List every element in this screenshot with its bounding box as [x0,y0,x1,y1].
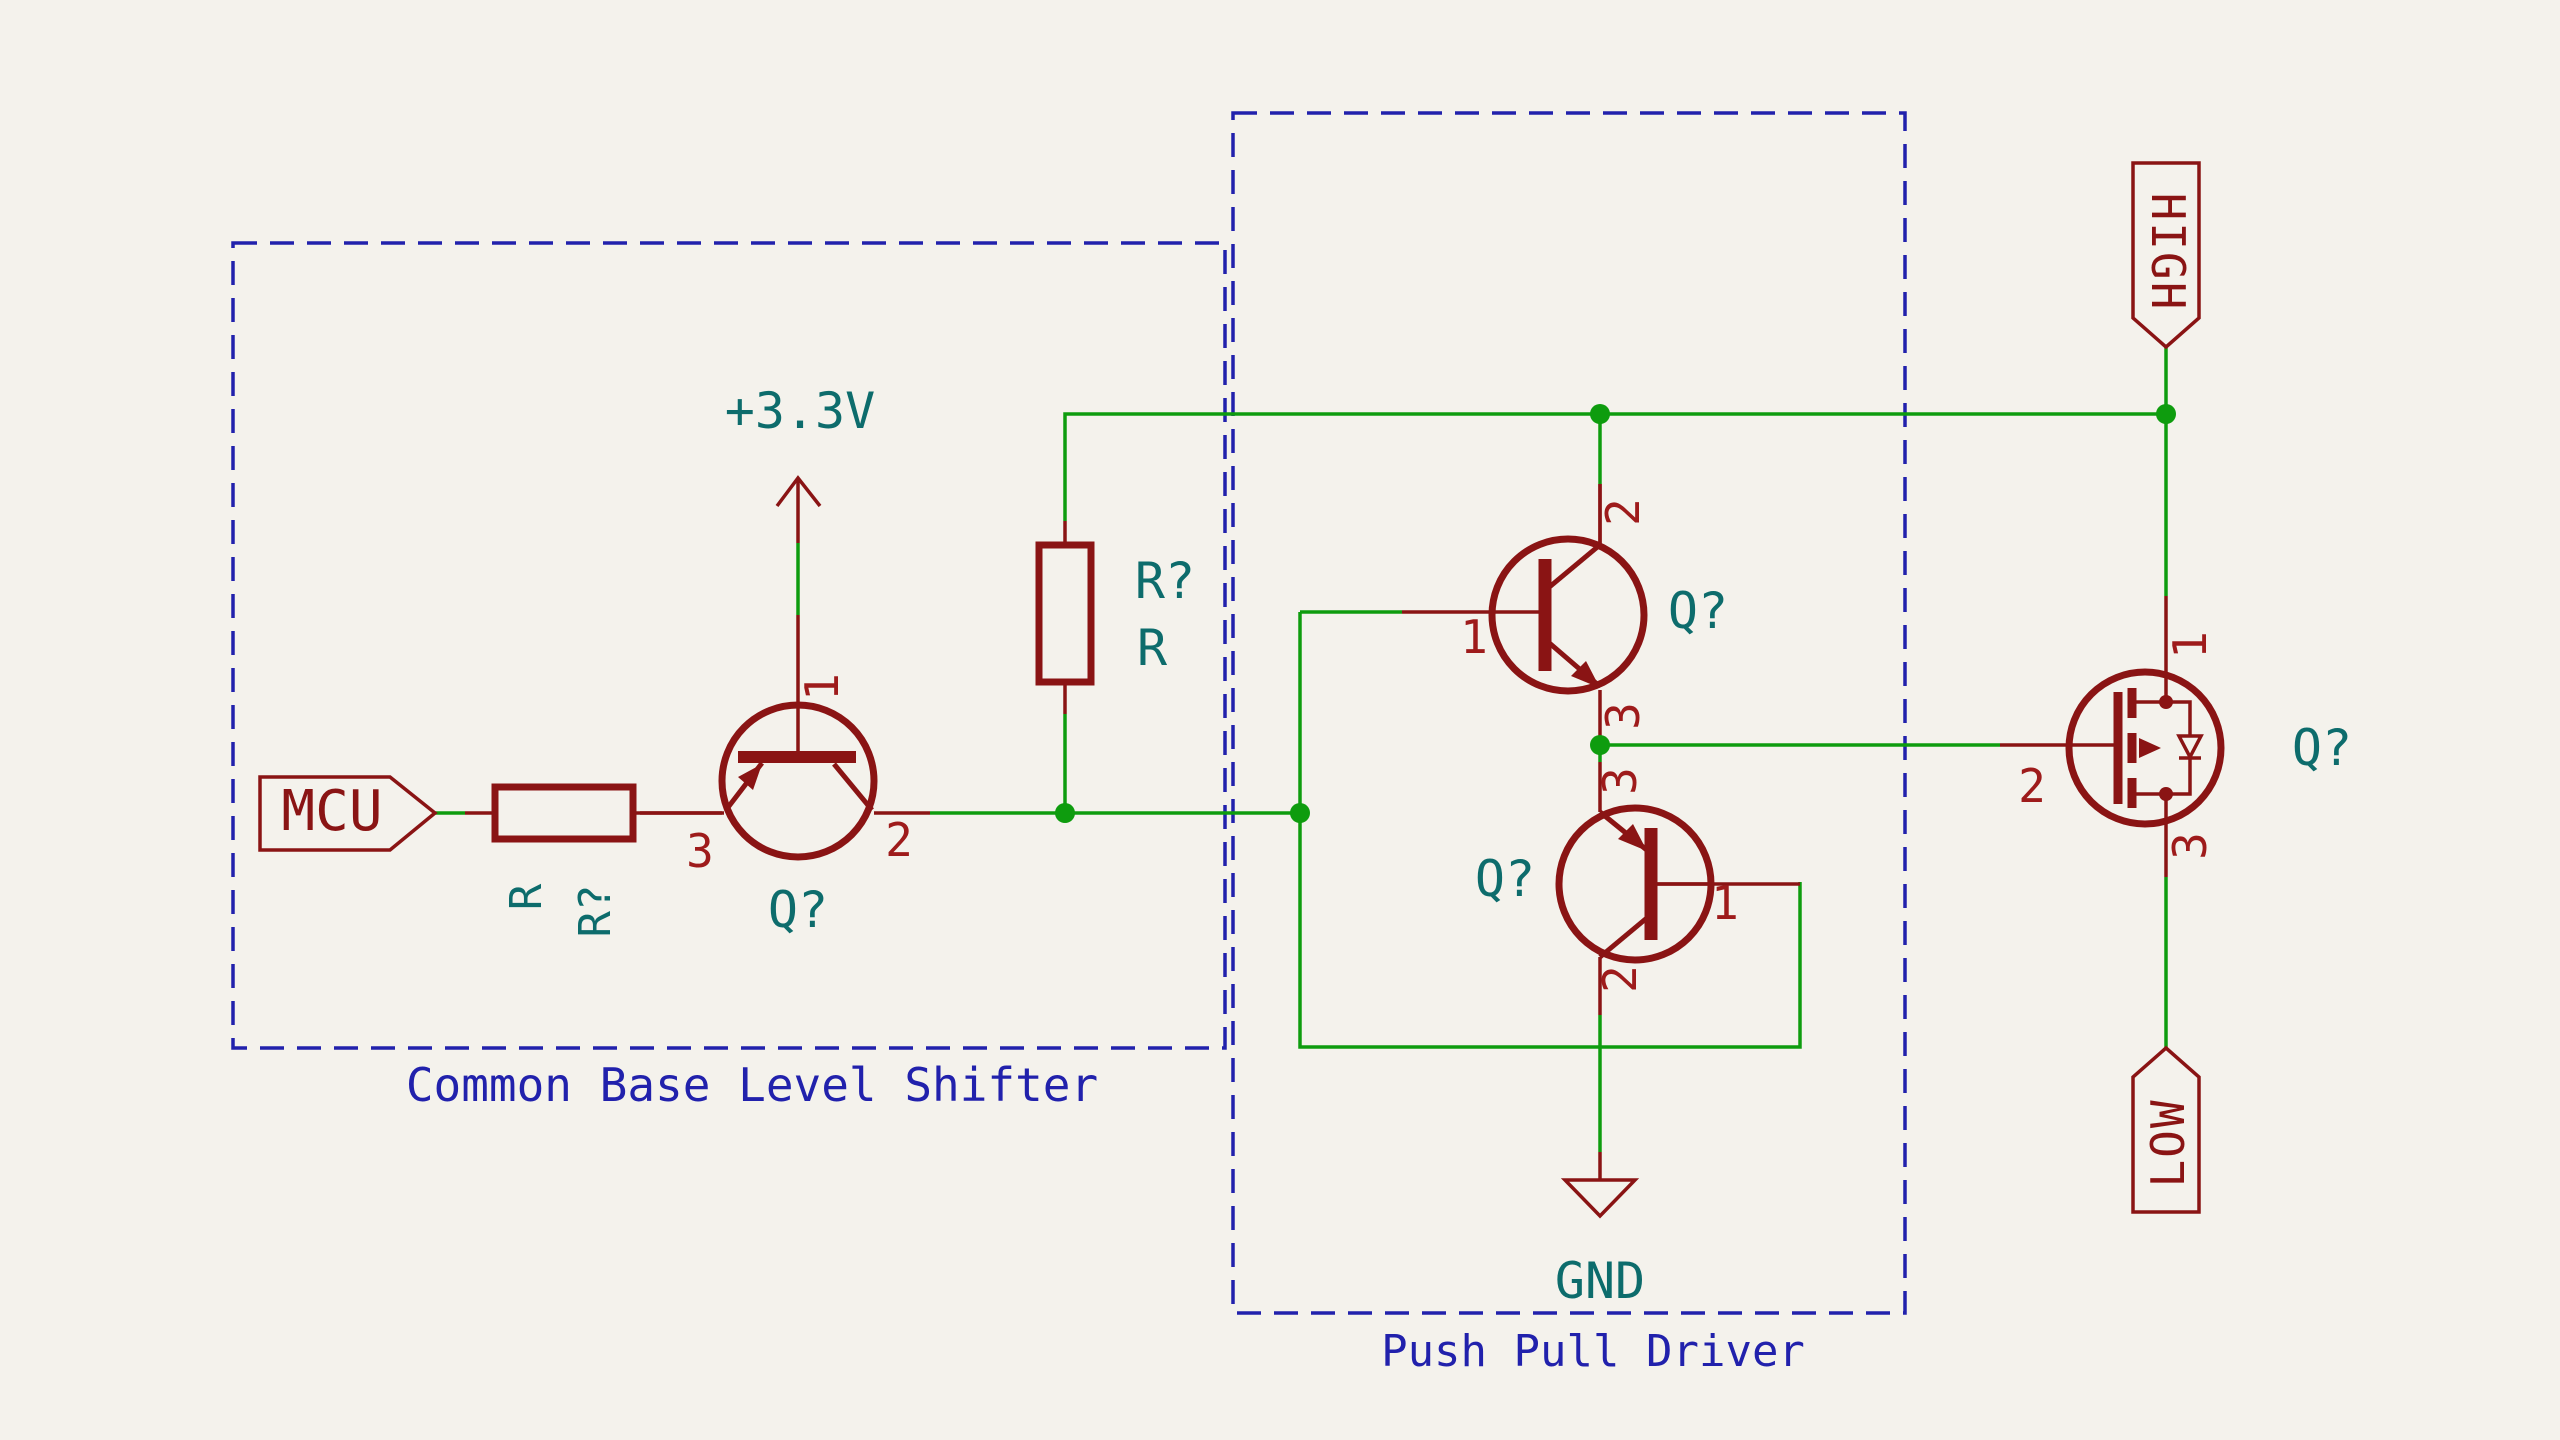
mosfet-pin-1: 1 [2163,631,2217,659]
pnp-collector-line [1598,915,1650,959]
shifter-transistor-reference[interactable]: Q? [767,881,829,939]
shifter-emitter-arrow-icon [738,764,762,790]
mosfet-diode-bottom-link [2166,759,2192,796]
npn-pin-3: 3 [1596,702,1650,730]
gnd-label[interactable]: GND [1554,1252,1646,1310]
junction-rail-high [2156,404,2176,424]
npn-emitter-arrow-icon [1571,661,1600,688]
mosfet-pin-3: 3 [2163,832,2217,860]
mosfet-source-dot [2159,787,2173,801]
high-label-flag[interactable] [2131,161,2201,350]
gnd-symbol-icon[interactable] [1560,1178,1640,1219]
mosfet-body-diode-icon [2176,734,2204,761]
shifter-collector2-line [832,762,874,812]
level-shifter-section-label[interactable]: Common Base Level Shifter [405,1058,1099,1112]
mosfet-drain-dot [2159,695,2173,709]
shifter-pin-1: 1 [795,673,849,701]
low-label-flag[interactable] [2131,1045,2201,1214]
npn-collector-line [1545,542,1603,591]
npn-transistor-symbol[interactable] [1488,484,1648,695]
pullup-resistor-value[interactable]: R [1136,619,1168,677]
level-shifter-section-box[interactable] [231,241,1227,1050]
junction-midpoint [1590,735,1610,755]
push-pull-section-label[interactable]: Push Pull Driver [1381,1326,1805,1377]
mcu-net-label[interactable]: MCU [281,779,383,844]
shifter-pin-3: 3 [686,824,714,878]
wire-top-rail[interactable] [1063,412,2166,521]
mosfet-symbol[interactable] [2065,668,2225,828]
pnp-transistor-reference[interactable]: Q? [1474,850,1536,908]
npn-transistor-reference[interactable]: Q? [1667,582,1729,640]
low-net-label[interactable]: LOW [2141,1098,2195,1188]
mcu-input-flag[interactable] [258,775,438,852]
npn-pin-2: 2 [1596,498,1650,526]
series-resistor-body[interactable] [491,783,637,843]
pnp-emitter-arrow-icon [1618,824,1647,851]
junction-dots [1055,404,2176,823]
wire-base-loop[interactable] [1298,612,1802,1049]
mosfet-arrow-icon [2139,738,2161,758]
pnp-pin-1: 1 [1711,876,1739,930]
series-resistor-reference[interactable]: R? [570,884,621,938]
push-pull-section-box[interactable] [1231,111,1907,1315]
junction-pullup [1055,803,1075,823]
pnp-transistor-symbol[interactable] [1555,804,1715,964]
power-3v3-symbol[interactable] [775,475,822,543]
pnp-pin-2: 2 [1593,965,1647,993]
npn-pin-1: 1 [1460,610,1488,664]
high-net-label[interactable]: HIGH [2141,192,2195,312]
pullup-resistor-body[interactable] [1035,541,1095,686]
mosfet-pin-2: 2 [2018,759,2046,813]
pullup-resistor-reference[interactable]: R? [1134,552,1196,610]
shifter-pin-2: 2 [885,813,913,867]
wires [435,347,2168,1152]
junction-rail-npn [1590,404,1610,424]
power-arrow-icon [775,475,822,508]
pnp-pin-3: 3 [1593,767,1647,795]
shifter-transistor-symbol[interactable] [640,701,878,861]
junction-input [1290,803,1310,823]
mosfet-reference[interactable]: Q? [2291,719,2353,777]
mosfet-diode-top-link [2166,700,2192,735]
series-resistor-value[interactable]: R [501,883,552,911]
power-rail-label[interactable]: +3.3V [724,382,876,440]
